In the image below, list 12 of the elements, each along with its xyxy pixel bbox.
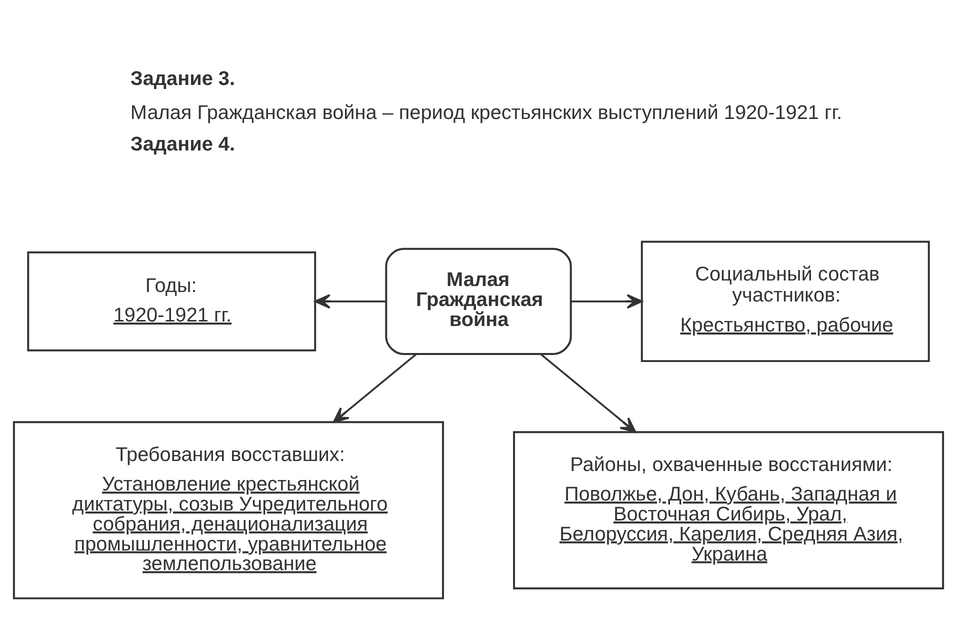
node-box: Годы: 1920-1921 гг. [27,251,316,352]
arrow [314,294,386,309]
arrow [332,354,417,423]
node-box: Требования восставших: Установление крестьянской диктатуры, созыв Учредительного собрания, денационализация промышленности, уравнительное землепользование [12,421,444,600]
arrow [571,294,643,309]
label: Задание 3. [130,68,235,90]
node-box: Малая Гражданская война [385,248,572,355]
label: Задание 4. [130,133,235,156]
node-box: Социальный состав участников: Крестьянство, рабочие [640,240,930,362]
node-box: Районы, охваченные восстаниями: Поволжье, Дон, Кубань, Западная и Восточная Сибирь, Урал, Белоруссия, Карелия, Средняя Азия, Украина [513,431,944,590]
label: Малая Гражданская война – период крестьянских выступлений 1920-1921 гг. [130,102,842,124]
arrow [540,354,636,433]
